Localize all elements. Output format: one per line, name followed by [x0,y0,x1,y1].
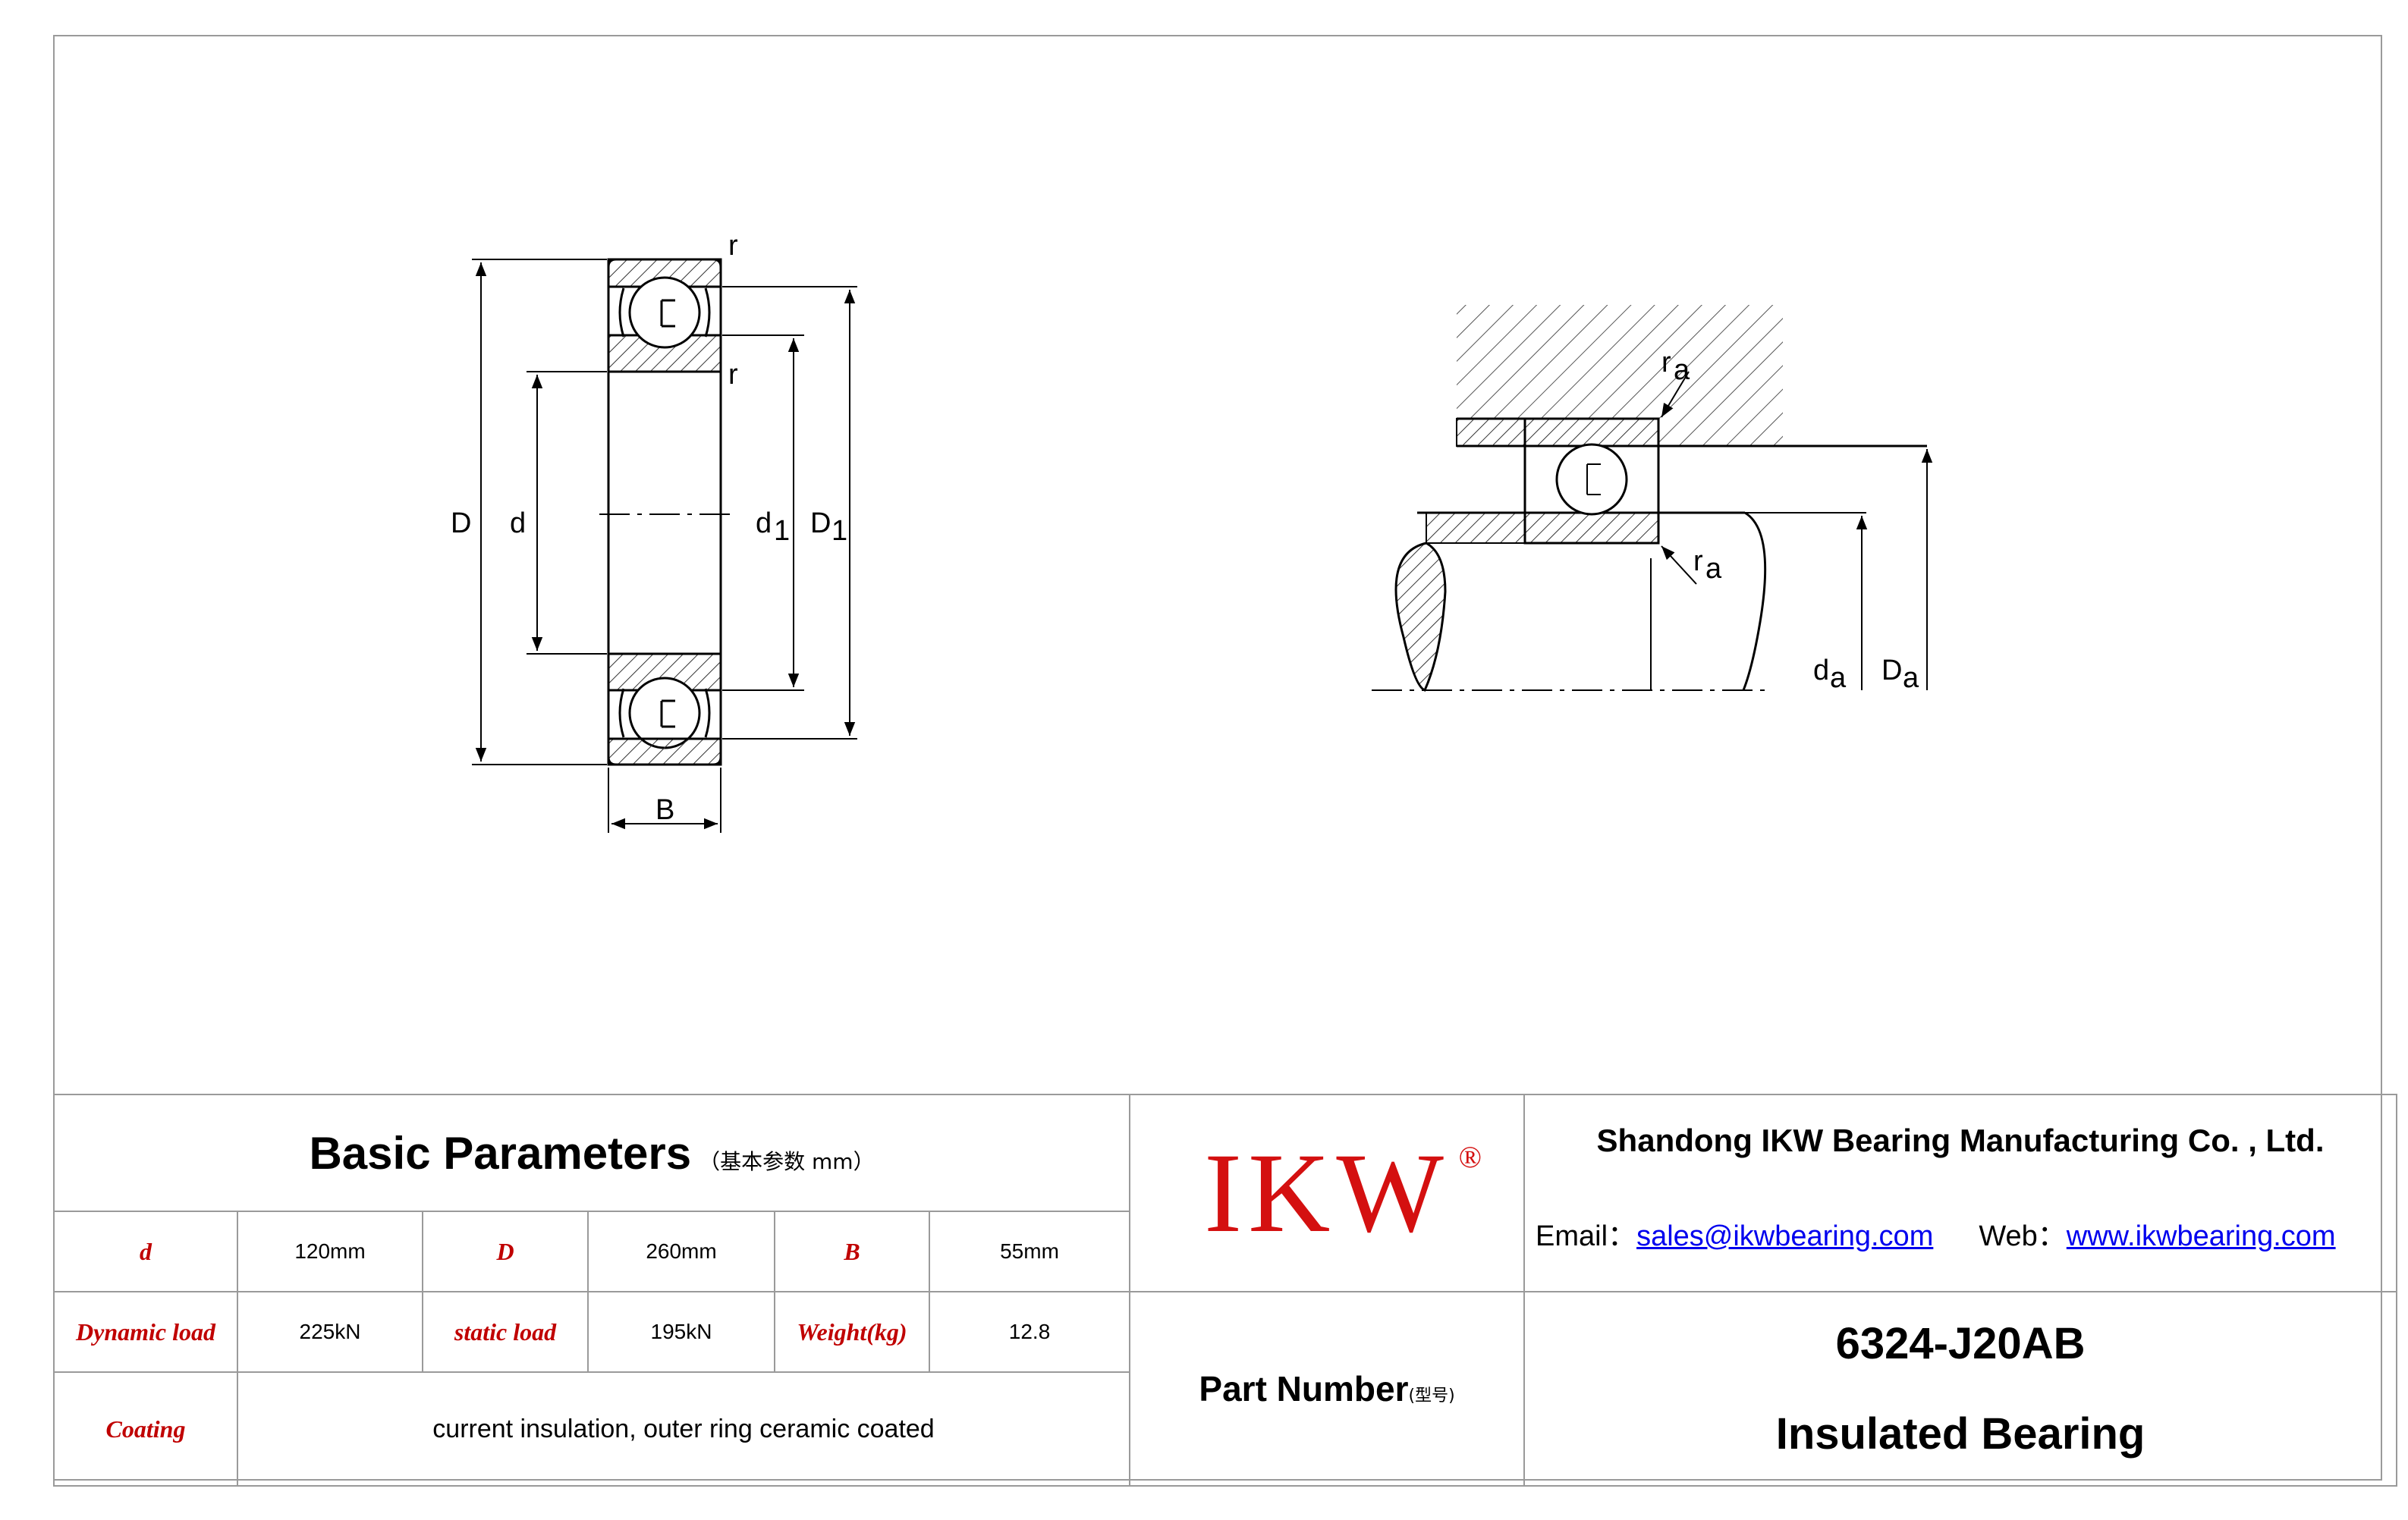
label-ra-bot-sub: a [1705,553,1722,585]
company-name: Shandong IKW Bearing Manufacturing Co. ,… [1596,1123,2325,1158]
registered-mark: ® [1458,1140,1488,1174]
label-D1-sub: 1 [831,515,847,547]
label-D1: D [810,507,831,539]
web-link[interactable]: www.ikwbearing.com [2066,1220,2336,1252]
label-ra-top: r [1661,347,1671,378]
logo-cell: IKW® [1129,1094,1526,1292]
title-block: Basic Parameters （基本参数 mm） IKW® Shandong … [52,1094,2398,1487]
email-link[interactable]: sales@ikwbearing.com [1636,1220,1934,1252]
param-B-label: B [774,1211,930,1292]
basic-parameters-subtitle: （基本参数 mm） [699,1148,875,1174]
label-r-top: r [728,230,738,262]
param-D-label: D [422,1211,589,1292]
web-label: Web： [1979,1220,2067,1252]
basic-parameters-title: Basic Parameters [309,1127,692,1179]
param-D-value: 260mm [587,1211,775,1292]
label-r-mid: r [728,359,738,391]
param-weight-value: 12.8 [928,1291,1131,1373]
contact-line: Email：sales@ikwbearing.com Web：www.ikwbea… [1526,1212,2395,1254]
bearing-type: Insulated Bearing [1775,1409,2146,1459]
dimension-labels-left: D d d 1 D 1 r r B [451,230,847,826]
bearing-cross-section [599,258,730,766]
param-dynamic-load-value: 225kN [237,1291,423,1373]
part-number-label-cell: Part Number(型号) [1129,1291,1526,1487]
param-d-label: d [53,1211,238,1292]
label-Da-sub: a [1903,662,1919,694]
param-static-load-value: 195kN [587,1291,775,1373]
label-d1-sub: 1 [774,515,790,547]
param-weight-label: Weight(kg) [774,1291,930,1373]
param-d-value: 120mm [237,1211,423,1292]
param-coating-label: Coating [53,1371,238,1487]
label-d1: d [756,507,772,539]
label-d: d [510,507,526,539]
param-dynamic-load-label: Dynamic load [53,1291,238,1373]
part-number-label: Part Number [1199,1369,1409,1409]
part-number: 6324-J20AB [1835,1319,2086,1368]
param-static-load-label: static load [422,1291,589,1373]
label-B: B [655,794,674,826]
mounting-diagram [1372,305,1933,692]
email-label: Email： [1536,1220,1637,1252]
company-cell: Shandong IKW Bearing Manufacturing Co. ,… [1523,1094,2398,1292]
ikw-logo: IKW® [1204,1130,1488,1256]
label-da-sub: a [1830,662,1847,694]
dimension-lines-left [472,259,857,833]
dimension-labels-right: r a r a d a D a [1661,347,1919,694]
technical-drawing: D d d 1 D 1 r r B [451,230,1933,833]
label-Da: D [1881,655,1902,686]
label-da: d [1813,655,1829,686]
label-ra-top-sub: a [1674,354,1690,386]
part-number-value-cell: 6324-J20AB Insulated Bearing [1523,1291,2398,1487]
param-B-value: 55mm [928,1211,1131,1292]
param-coating-value: current insulation, outer ring ceramic c… [236,1371,1131,1487]
part-number-label-sub: (型号) [1408,1387,1455,1405]
basic-parameters-header: Basic Parameters （基本参数 mm） [52,1094,1131,1212]
label-ra-bot: r [1693,545,1703,577]
label-D: D [451,507,471,539]
